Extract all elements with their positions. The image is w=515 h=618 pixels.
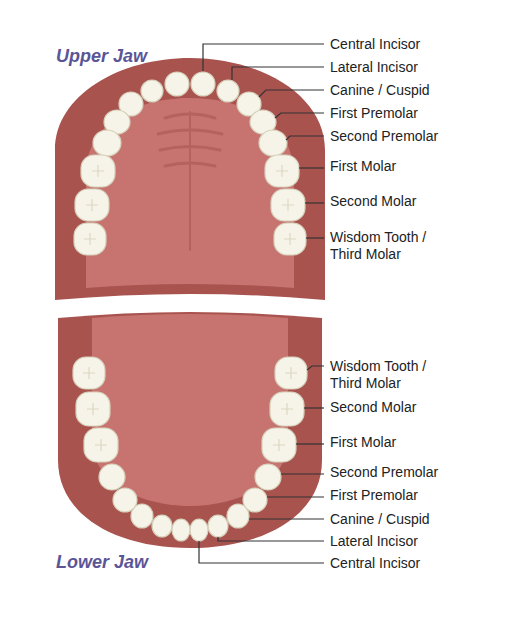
tooth-label: Wisdom Tooth / Third Molar: [330, 358, 440, 392]
tooth-label: Central Incisor: [330, 36, 420, 53]
tooth-label: Second Molar: [330, 193, 416, 210]
jaw-title: Upper Jaw: [56, 46, 147, 66]
lower-teeth: [73, 357, 307, 541]
upper-gum: [55, 58, 325, 300]
upper-teeth: [74, 72, 306, 255]
tooth-label: Second Premolar: [330, 128, 438, 145]
tooth-label: Second Molar: [330, 399, 416, 416]
molar-grooves: [84, 165, 296, 245]
tooth-label: Canine / Cuspid: [330, 511, 430, 528]
tooth-label: Wisdom Tooth / Third Molar: [330, 229, 440, 263]
palate-ridges: [158, 112, 222, 250]
molar-grooves: [83, 367, 297, 451]
tooth-label: First Premolar: [330, 105, 418, 122]
tooth-label: Canine / Cuspid: [330, 82, 430, 99]
tooth-label: First Molar: [330, 434, 396, 451]
tongue: [92, 314, 288, 506]
tooth-label: Second Premolar: [330, 464, 438, 481]
jaw-title: Lower Jaw: [56, 552, 148, 572]
tooth-label: Lateral Incisor: [330, 533, 418, 550]
tooth-label: Central Incisor: [330, 555, 420, 572]
tooth-label: First Premolar: [330, 487, 418, 504]
lower-gum: [58, 312, 322, 548]
leader-lines: [199, 44, 324, 563]
tooth-label: First Molar: [330, 158, 396, 175]
palate: [86, 98, 294, 288]
tooth-label: Lateral Incisor: [330, 59, 418, 76]
